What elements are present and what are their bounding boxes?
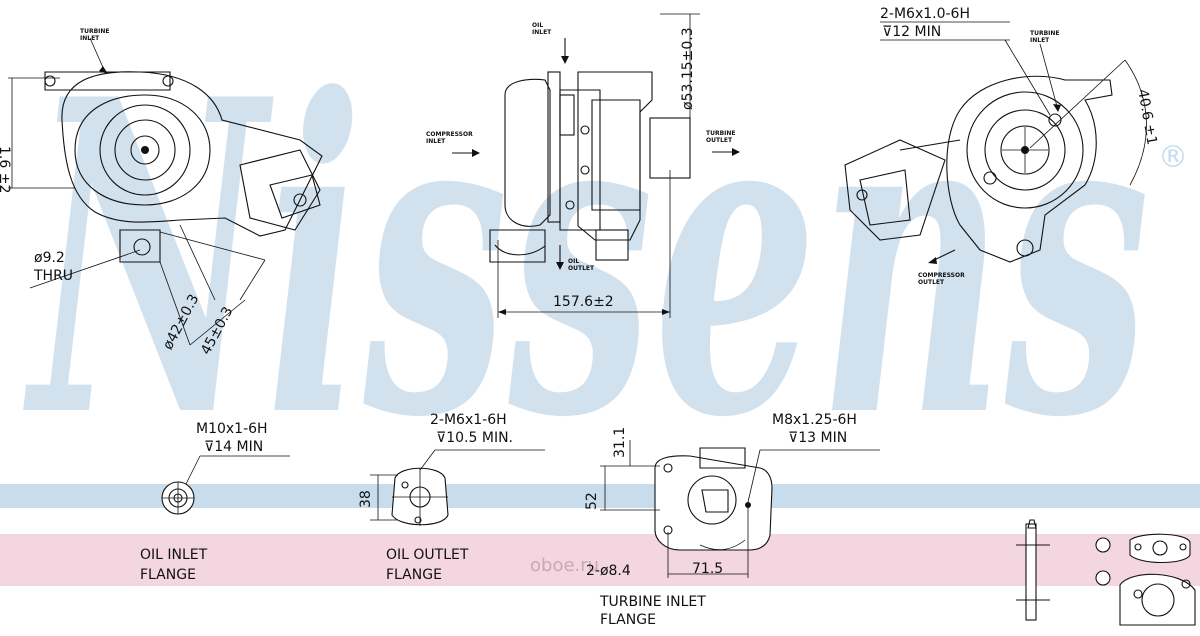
front-turbine-inlet-label: TURBINE INLET [80, 28, 110, 42]
turbine-inlet-dimension-52: 52 [584, 492, 600, 510]
oil-inlet-title-line2: FLANGE [140, 567, 196, 583]
side-turbine-outlet-label: TURBINE OUTLET [706, 130, 736, 144]
oil-outlet-title-line2: FLANGE [386, 567, 442, 583]
brand-watermark: Nissens [22, 7, 1150, 480]
side-length-dimension: 157.6±2 [553, 294, 614, 310]
oil-outlet-dimension-38: 38 [358, 490, 374, 508]
oil-inlet-depth: ⊽14 MIN [204, 439, 264, 455]
oil-outlet-thread: 2-M6x1-6H [430, 412, 507, 428]
side-oil-inlet-label: OIL INLET [532, 22, 552, 36]
front-hole-diameter: ø9.2 [34, 250, 65, 266]
rear-thread-spec: 2-M6x1.0-6H [880, 6, 970, 22]
side-oil-outlet-label: OIL OUTLET [568, 258, 595, 272]
rear-thread-depth: ⊽12 MIN [882, 24, 942, 40]
rear-turbine-inlet-label: TURBINE INLET [1030, 30, 1060, 44]
oil-inlet-flange-drawing [161, 455, 290, 515]
oil-outlet-flange-drawing [370, 449, 545, 526]
turbine-inlet-title-line1: TURBINE INLET [600, 594, 706, 610]
oil-inlet-title-line1: OIL INLET [140, 547, 208, 563]
turbine-inlet-dimension-715: 71.5 [692, 561, 724, 577]
accessory-parts [1016, 519, 1196, 626]
highlight-band [0, 534, 1200, 586]
side-view-turbo [452, 13, 740, 318]
oil-outlet-depth: ⊽10.5 MIN. [436, 430, 513, 446]
front-hole-thru-note: THRU [34, 268, 74, 284]
turbine-inlet-thread: M8x1.25-6H [772, 412, 857, 428]
side-diameter-dimension: ø53.15±0.3 [680, 27, 696, 110]
watermark-band [0, 484, 1200, 508]
oil-inlet-thread: M10x1-6H [196, 421, 268, 437]
side-compressor-inlet-label: COMPRESSOR INLET [426, 131, 473, 145]
rear-compressor-outlet-label: COMPRESSOR OUTLET [918, 272, 965, 286]
turbine-inlet-title-line2: FLANGE [600, 612, 656, 628]
front-view-turbo [8, 37, 323, 346]
rear-view-turbo [844, 21, 1147, 264]
turbine-inlet-depth: ⊽13 MIN [788, 430, 848, 446]
front-height-dimension: 1.6 ±2 [0, 146, 12, 194]
site-watermark: oboe.ru [530, 555, 600, 576]
turbine-inlet-holes: 2-ø8.4 [586, 563, 631, 579]
oil-outlet-title-line1: OIL OUTLET [386, 547, 469, 563]
turbine-inlet-flange-drawing [600, 440, 880, 578]
watermark-text: Nissens [22, 7, 1150, 480]
turbine-inlet-dimension-311: 31.1 [612, 426, 628, 458]
